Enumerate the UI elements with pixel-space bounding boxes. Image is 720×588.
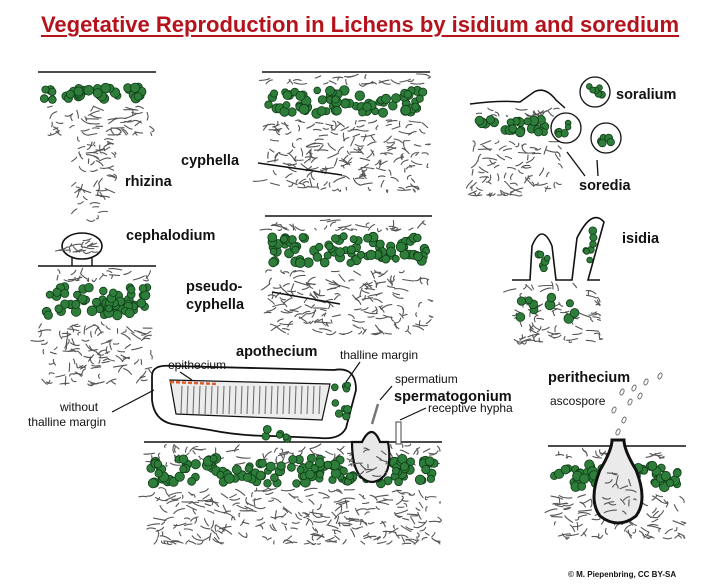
isidia-panel bbox=[503, 216, 605, 345]
rhizina-panel bbox=[38, 71, 156, 222]
epithecium-label: epithecium bbox=[168, 358, 226, 372]
cyphella-pointer bbox=[257, 162, 343, 176]
perithecium-label: perithecium bbox=[548, 370, 630, 386]
cephalodium-panel bbox=[30, 232, 156, 387]
perithecium-flask bbox=[592, 438, 644, 525]
pseudocyphella-pointer bbox=[271, 291, 341, 305]
perithecium-panel bbox=[544, 372, 687, 540]
pseudocyphella-label-2: cyphella bbox=[186, 297, 245, 313]
pseudocyphella-label-1: pseudo- bbox=[186, 279, 243, 295]
credit-text: © M. Piepenbring, CC BY-SA bbox=[568, 570, 676, 579]
cyphella-panel bbox=[252, 71, 431, 194]
soralium-panel bbox=[465, 76, 622, 197]
ascospore-label: ascospore bbox=[550, 394, 606, 408]
epithecium-layer bbox=[169, 380, 219, 386]
without-thalline-margin-label-1: without bbox=[59, 400, 99, 414]
diagram-title: Vegetative Reproduction in Lichens by is… bbox=[40, 12, 680, 37]
isidia-label: isidia bbox=[622, 231, 660, 247]
soredium-cluster bbox=[550, 76, 622, 154]
apothecium-panel bbox=[111, 361, 442, 546]
cyphella-label: cyphella bbox=[181, 153, 240, 169]
thalline-margin-label: thalline margin bbox=[340, 348, 418, 362]
receptive-hypha-label: receptive hypha bbox=[428, 401, 513, 415]
soralium-label: soralium bbox=[616, 87, 676, 103]
spermatogonium-label: spermatogonium bbox=[394, 389, 512, 405]
spermatogonium-flask bbox=[350, 430, 391, 484]
apothecium-label: apothecium bbox=[236, 344, 317, 360]
cephalodium-label: cephalodium bbox=[126, 228, 215, 244]
soredia-label: soredia bbox=[579, 178, 632, 194]
rhizina-label: rhizina bbox=[125, 174, 173, 190]
without-thalline-margin-label-2: thalline margin bbox=[28, 415, 106, 429]
spermatium-label: spermatium bbox=[395, 372, 458, 386]
pseudocyphella-panel bbox=[259, 215, 434, 336]
